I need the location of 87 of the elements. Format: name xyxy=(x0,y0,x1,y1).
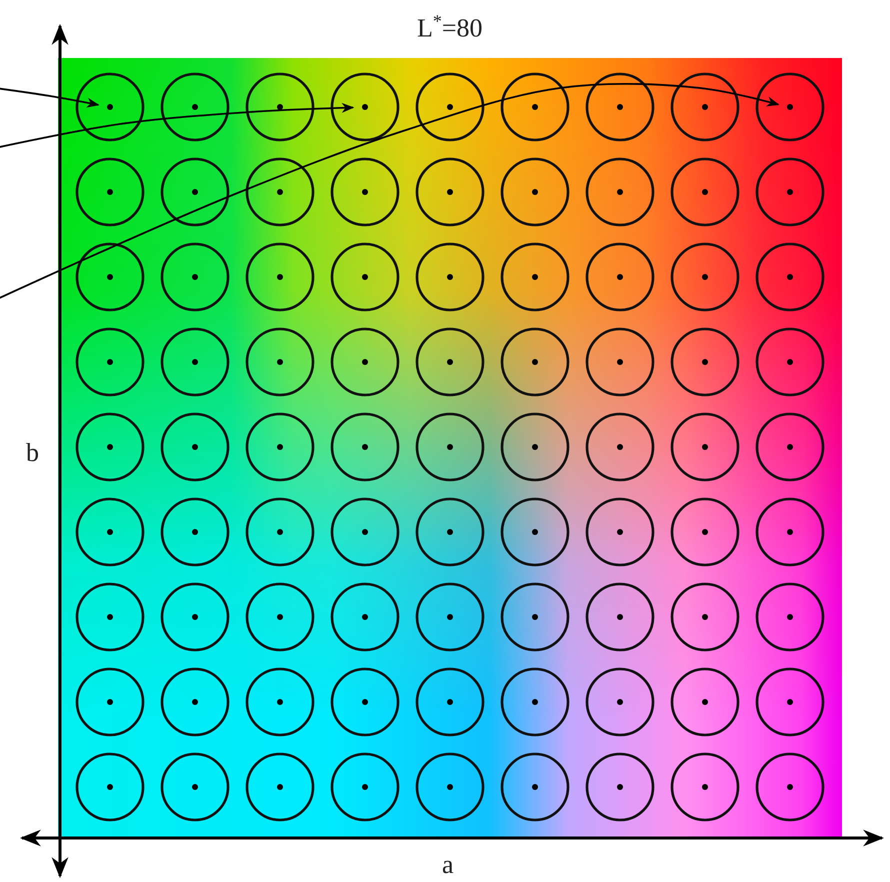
sample-circle xyxy=(500,158,570,226)
sample-circle xyxy=(416,582,484,652)
sample-circle xyxy=(500,582,570,652)
sample-circle xyxy=(160,72,230,142)
sample-circle xyxy=(330,412,400,482)
sample-circle xyxy=(416,498,484,566)
sample-circle xyxy=(160,412,230,482)
sample-circle xyxy=(756,412,824,482)
sample-circle xyxy=(586,582,654,652)
sample-circle xyxy=(586,668,654,736)
sample-circle xyxy=(246,668,314,736)
sample-circle xyxy=(330,158,400,226)
sample-circle xyxy=(330,752,400,822)
sample-circle xyxy=(500,412,570,482)
sample-circle xyxy=(670,582,740,652)
sample-circle xyxy=(330,498,400,566)
sample-circle xyxy=(76,242,144,312)
sample-circle xyxy=(500,752,570,822)
sample-circle xyxy=(330,72,400,142)
sample-circle xyxy=(416,328,484,396)
sample-circle xyxy=(756,582,824,652)
sample-circle xyxy=(756,498,824,566)
sample-circle xyxy=(670,158,740,226)
sample-circle xyxy=(756,328,824,396)
sample-circle xyxy=(586,158,654,226)
sample-circle xyxy=(416,752,484,822)
sample-circle xyxy=(160,582,230,652)
sample-circle xyxy=(756,158,824,226)
sample-circle xyxy=(76,668,144,736)
sample-circle xyxy=(586,752,654,822)
sample-circle xyxy=(76,158,144,226)
sample-circle xyxy=(416,242,484,312)
sample-circle xyxy=(246,158,314,226)
sample-circle xyxy=(670,72,740,142)
sample-circle xyxy=(160,668,230,736)
sample-circle xyxy=(500,668,570,736)
sample-circle xyxy=(330,668,400,736)
sample-circle xyxy=(160,242,230,312)
a-axis-label: a xyxy=(442,852,454,878)
sample-circle xyxy=(586,412,654,482)
sample-circle xyxy=(246,328,314,396)
sample-circle xyxy=(246,582,314,652)
sample-circle xyxy=(246,72,314,142)
sample-circle xyxy=(586,498,654,566)
sample-circle xyxy=(76,72,144,142)
sample-circle xyxy=(160,158,230,226)
sample-circle xyxy=(500,328,570,396)
sample-circle xyxy=(586,242,654,312)
sample-circle xyxy=(76,752,144,822)
sample-circle xyxy=(756,242,824,312)
arrow xyxy=(0,87,100,108)
sample-circle xyxy=(160,498,230,566)
sample-circle xyxy=(500,72,570,142)
sample-circle xyxy=(76,498,144,566)
sample-circle xyxy=(670,668,740,736)
sample-circle xyxy=(246,498,314,566)
sample-circle xyxy=(756,752,824,822)
sample-circle xyxy=(670,752,740,822)
sample-circle xyxy=(160,328,230,396)
sample-circle xyxy=(670,242,740,312)
sample-circle xyxy=(76,328,144,396)
sample-circle xyxy=(416,668,484,736)
sample-circle xyxy=(330,582,400,652)
sample-circle xyxy=(246,752,314,822)
chart-title: L$^{*}$=80 xyxy=(417,12,483,42)
sample-circle xyxy=(416,412,484,482)
sample-circle xyxy=(670,328,740,396)
sample-circle xyxy=(76,582,144,652)
sample-circle xyxy=(416,158,484,226)
sample-circle xyxy=(246,242,314,312)
sample-circle xyxy=(416,72,484,142)
sample-circle xyxy=(586,328,654,396)
sample-circle xyxy=(330,328,400,396)
arrow xyxy=(0,102,354,149)
sample-circle xyxy=(670,498,740,566)
sample-circle xyxy=(500,242,570,312)
sample-circle xyxy=(586,72,654,142)
arrow xyxy=(0,83,780,301)
sample-circle xyxy=(160,752,230,822)
sample-circle xyxy=(246,412,314,482)
sample-circle xyxy=(756,72,824,142)
b-axis-label: b xyxy=(26,440,39,466)
sample-circle xyxy=(330,242,400,312)
sample-circle xyxy=(76,412,144,482)
sample-circle xyxy=(756,668,824,736)
sample-circle xyxy=(500,498,570,566)
sample-circle xyxy=(670,412,740,482)
